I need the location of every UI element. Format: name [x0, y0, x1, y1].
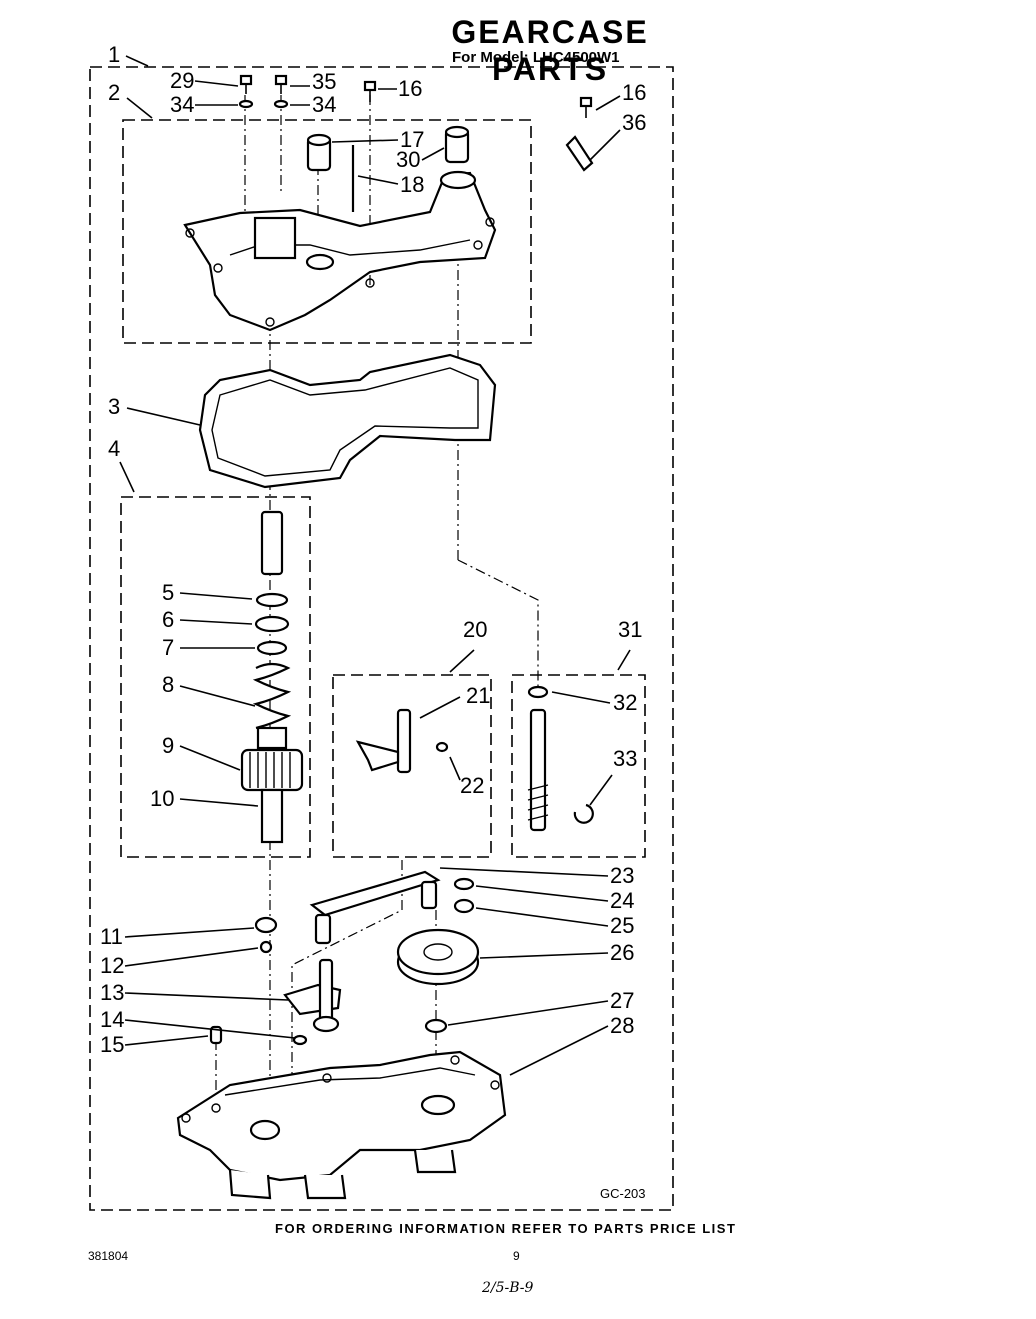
- leader-lines: [119, 55, 631, 1076]
- assembly-box-4: [120, 496, 311, 858]
- bushing-17: [306, 133, 332, 172]
- callout-8: 8: [162, 672, 174, 697]
- gasket-3: [198, 353, 497, 489]
- assembly-box-20: [332, 674, 492, 858]
- document-number: 381804: [88, 1249, 129, 1263]
- ordering-note: FOR ORDERING INFORMATION REFER TO PARTS …: [275, 1221, 737, 1236]
- callout-11: 11: [100, 924, 123, 949]
- callout-25: 25: [610, 913, 634, 938]
- callout-3: 3: [108, 394, 120, 419]
- callout-16-top: 16: [398, 76, 422, 101]
- callout-6: 6: [162, 607, 174, 632]
- callout-28: 28: [610, 1013, 634, 1038]
- screw-35: [274, 74, 288, 94]
- assembly-box-31: [511, 674, 646, 858]
- callout-34-right: 34: [312, 92, 336, 117]
- callout-13: 13: [100, 980, 124, 1005]
- model-subtitle: For Model: LHC4500W1: [452, 49, 620, 66]
- callout-21: 21: [466, 683, 490, 708]
- callout-31: 31: [618, 617, 642, 642]
- shifter-13: [283, 958, 342, 1046]
- callout-33: 33: [613, 746, 637, 771]
- callout-labels: 1 2 3 4 5 6 7 8 9 10 11 12 13 14 15 16 1…: [100, 42, 646, 1057]
- callout-17: 17: [400, 127, 424, 152]
- washer-25: [453, 898, 475, 914]
- callout-29: 29: [170, 68, 194, 93]
- crank-arm-23: [309, 870, 441, 945]
- gearcase-cover: [183, 170, 497, 332]
- callout-32: 32: [613, 690, 637, 715]
- callout-20: 20: [463, 617, 487, 642]
- screw-16-top: [363, 80, 377, 102]
- callout-16-right: 16: [622, 80, 646, 105]
- bushing-30: [444, 125, 470, 164]
- washer-34-left: [238, 99, 254, 109]
- assembly-box-2: [122, 119, 532, 344]
- callout-12: 12: [100, 953, 124, 978]
- callout-9: 9: [162, 733, 174, 758]
- screw-29: [239, 74, 253, 94]
- callout-26: 26: [610, 940, 634, 965]
- agitator-shaft-assembly: [240, 510, 304, 844]
- callout-22: 22: [460, 773, 484, 798]
- shift-fork-20: [355, 708, 449, 774]
- callout-14: 14: [100, 1007, 124, 1032]
- callout-5: 5: [162, 580, 174, 605]
- screw-16-right: [579, 96, 593, 118]
- handwritten-note: 2/5-B-9: [482, 1280, 534, 1296]
- ball-12: [259, 940, 273, 954]
- washer-24: [453, 877, 475, 891]
- callout-15: 15: [100, 1032, 124, 1057]
- gearcase-base-28: [176, 1050, 507, 1200]
- callout-18: 18: [400, 172, 424, 197]
- callout-10: 10: [150, 786, 174, 811]
- callout-35: 35: [312, 69, 336, 94]
- callout-27: 27: [610, 988, 634, 1013]
- clip-36: [565, 135, 594, 172]
- callout-30: 30: [396, 147, 420, 172]
- callout-1: 1: [108, 42, 120, 67]
- main-gear-26: [396, 928, 480, 986]
- callout-24: 24: [610, 888, 634, 913]
- washer-34-right: [273, 99, 289, 109]
- callout-34-left: 34: [170, 92, 194, 117]
- washer-27: [424, 1018, 448, 1034]
- page-title: GEARCASE PARTS: [451, 14, 649, 87]
- assembly-box-1: [89, 66, 674, 1211]
- pinion-shaft-31: [527, 685, 594, 832]
- callout-2: 2: [108, 80, 120, 105]
- pin-15: [209, 1025, 223, 1045]
- callout-23: 23: [610, 863, 634, 888]
- callout-36: 36: [622, 110, 646, 135]
- page-number: 9: [513, 1249, 520, 1263]
- callout-7: 7: [162, 635, 174, 660]
- bearing-11: [254, 916, 278, 934]
- callout-4: 4: [108, 436, 120, 461]
- diagram-code: GC-203: [600, 1186, 646, 1201]
